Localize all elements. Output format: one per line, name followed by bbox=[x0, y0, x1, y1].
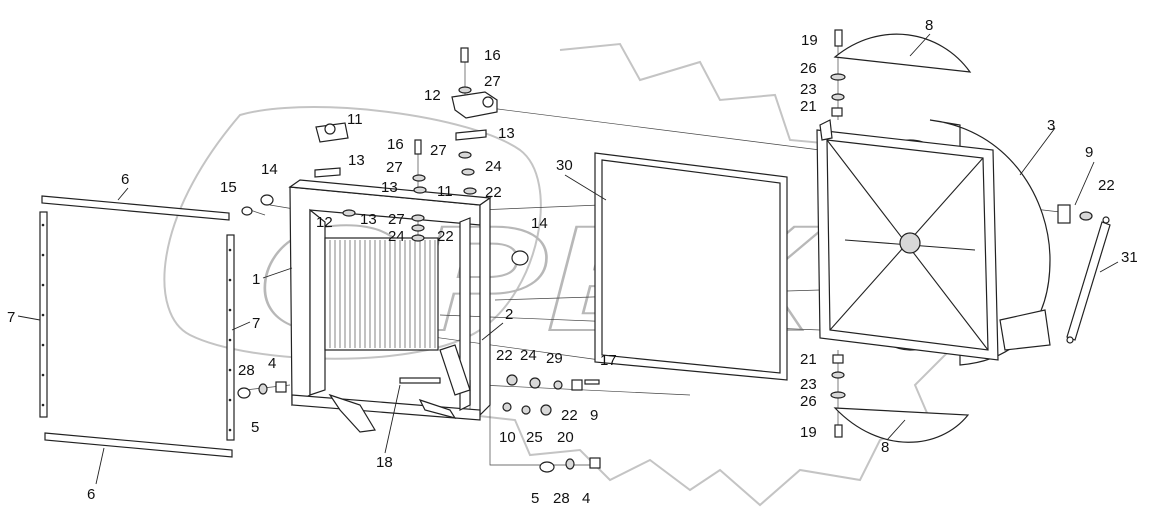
callout-label: 2 bbox=[505, 306, 513, 323]
callout-label: 3 bbox=[1047, 117, 1055, 134]
callout-label: 7 bbox=[7, 309, 15, 326]
callout-label: 4 bbox=[268, 355, 276, 372]
callout-label: 9 bbox=[590, 407, 598, 424]
callout-label: 24 bbox=[485, 158, 502, 175]
callout-label: 17 bbox=[600, 352, 617, 369]
callout-label: 28 bbox=[553, 490, 570, 507]
deflectors bbox=[833, 33, 972, 443]
callout-label: 11 bbox=[437, 183, 453, 200]
callout-label: 1 bbox=[252, 271, 260, 288]
fan-shroud-assembly bbox=[816, 119, 1051, 366]
callout-label: 13 bbox=[498, 125, 515, 142]
callout-label: 18 bbox=[376, 454, 393, 471]
callout-label: 24 bbox=[520, 347, 537, 364]
callout-label: 14 bbox=[531, 215, 548, 232]
callout-label: 23 bbox=[800, 376, 817, 393]
callout-label: 10 bbox=[499, 429, 516, 446]
callout-label: 28 bbox=[238, 362, 255, 379]
callout-label: 24 bbox=[388, 228, 405, 245]
seal-strips-left bbox=[39, 195, 235, 458]
callout-label: 25 bbox=[526, 429, 543, 446]
callout-label: 8 bbox=[881, 439, 889, 456]
right-hardware bbox=[830, 29, 1111, 438]
side-strip-right bbox=[226, 234, 235, 441]
callout-label: 22 bbox=[485, 184, 502, 201]
lower-hardware bbox=[237, 374, 601, 473]
watermark-gear-icon bbox=[469, 42, 952, 507]
callout-label: 12 bbox=[316, 214, 333, 231]
callout-label: 7 bbox=[252, 315, 260, 332]
callout-label: 27 bbox=[386, 159, 403, 176]
callout-label: 13 bbox=[348, 152, 365, 169]
callout-label: 8 bbox=[925, 17, 933, 34]
callout-label: 4 bbox=[582, 490, 590, 507]
gas-strut bbox=[1066, 216, 1111, 344]
callout-label: 6 bbox=[121, 171, 129, 188]
callout-label: 30 bbox=[556, 157, 573, 174]
radiator-core bbox=[324, 237, 439, 351]
callout-label: 29 bbox=[546, 350, 563, 367]
callout-label: 19 bbox=[801, 32, 818, 49]
seal-strip-bottom bbox=[44, 432, 233, 458]
callout-label: 11 bbox=[347, 111, 363, 128]
callout-label: 23 bbox=[800, 81, 817, 98]
callout-label: 21 bbox=[800, 351, 817, 368]
callout-labels: 16 27 12 11 13 16 27 24 13 27 13 11 22 1… bbox=[7, 17, 1138, 507]
callout-label: 22 bbox=[437, 228, 454, 245]
screen-frame bbox=[594, 152, 788, 381]
callout-label: 5 bbox=[251, 419, 259, 436]
callout-label: 14 bbox=[261, 161, 278, 178]
callout-label: 9 bbox=[1085, 144, 1093, 161]
callout-label: 13 bbox=[381, 179, 398, 196]
callout-leaders bbox=[17, 33, 1119, 485]
callout-label: 27 bbox=[430, 142, 447, 159]
callout-label: 15 bbox=[220, 179, 237, 196]
callout-label: 16 bbox=[484, 47, 501, 64]
radiator-frame bbox=[288, 179, 492, 433]
callout-label: 27 bbox=[484, 73, 501, 90]
callout-label: 22 bbox=[496, 347, 513, 364]
callout-label: 13 bbox=[360, 211, 377, 228]
callout-label: 26 bbox=[800, 393, 817, 410]
callout-label: 20 bbox=[557, 429, 574, 446]
callout-label: 6 bbox=[87, 486, 95, 503]
callout-label: 19 bbox=[800, 424, 817, 441]
seal-strip-top bbox=[41, 195, 230, 221]
callout-label: 26 bbox=[800, 60, 817, 77]
callout-label: 22 bbox=[1098, 177, 1115, 194]
callout-label: 21 bbox=[800, 98, 817, 115]
callout-label: 16 bbox=[387, 136, 404, 153]
callout-label: 31 bbox=[1121, 249, 1138, 266]
callout-label: 12 bbox=[424, 87, 441, 104]
callout-label: 5 bbox=[531, 490, 539, 507]
callout-label: 22 bbox=[561, 407, 578, 424]
callout-label: 27 bbox=[388, 211, 405, 228]
top-hardware bbox=[241, 47, 529, 266]
